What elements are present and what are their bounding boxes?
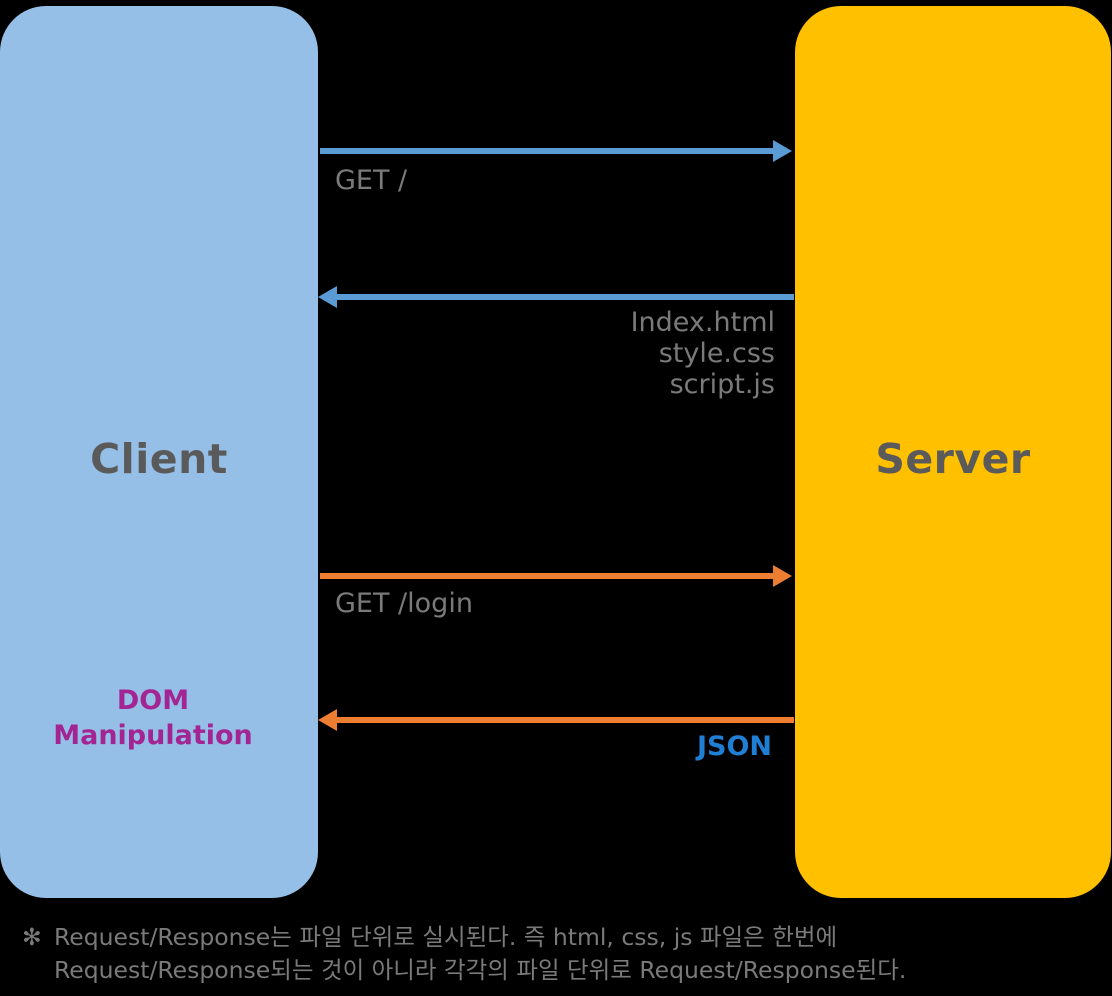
arrow-get-root [320,140,792,162]
label-assets-response: Index.html style.css script.js [630,307,775,400]
footnote: ✻ Request/Response는 파일 단위로 실시된다. 즉 html,… [22,921,1092,988]
arrow-head-left-icon [318,286,337,308]
arrow-head-right-icon [773,140,792,162]
arrow-json-response [318,709,794,731]
arrow-shaft [320,148,775,154]
client-label: Client [90,435,228,483]
asterisk-icon: ✻ [22,923,42,951]
arrow-shaft [335,717,794,723]
dom-manipulation-note: DOM Manipulation [53,685,253,751]
footnote-text: Request/Response는 파일 단위로 실시된다. 즉 html, c… [54,923,907,985]
label-json-response: JSON [696,731,772,762]
arrow-shaft [335,294,794,300]
client-column: Client [0,6,318,898]
arrow-assets-response [318,286,794,308]
server-label: Server [875,435,1031,483]
label-get-root: GET / [335,165,408,196]
arrow-head-right-icon [773,565,792,587]
server-column: Server [795,6,1111,898]
arrow-get-login [320,565,792,587]
arrow-head-left-icon [318,709,337,731]
label-get-login: GET /login [335,588,473,619]
arrow-shaft [320,573,775,579]
